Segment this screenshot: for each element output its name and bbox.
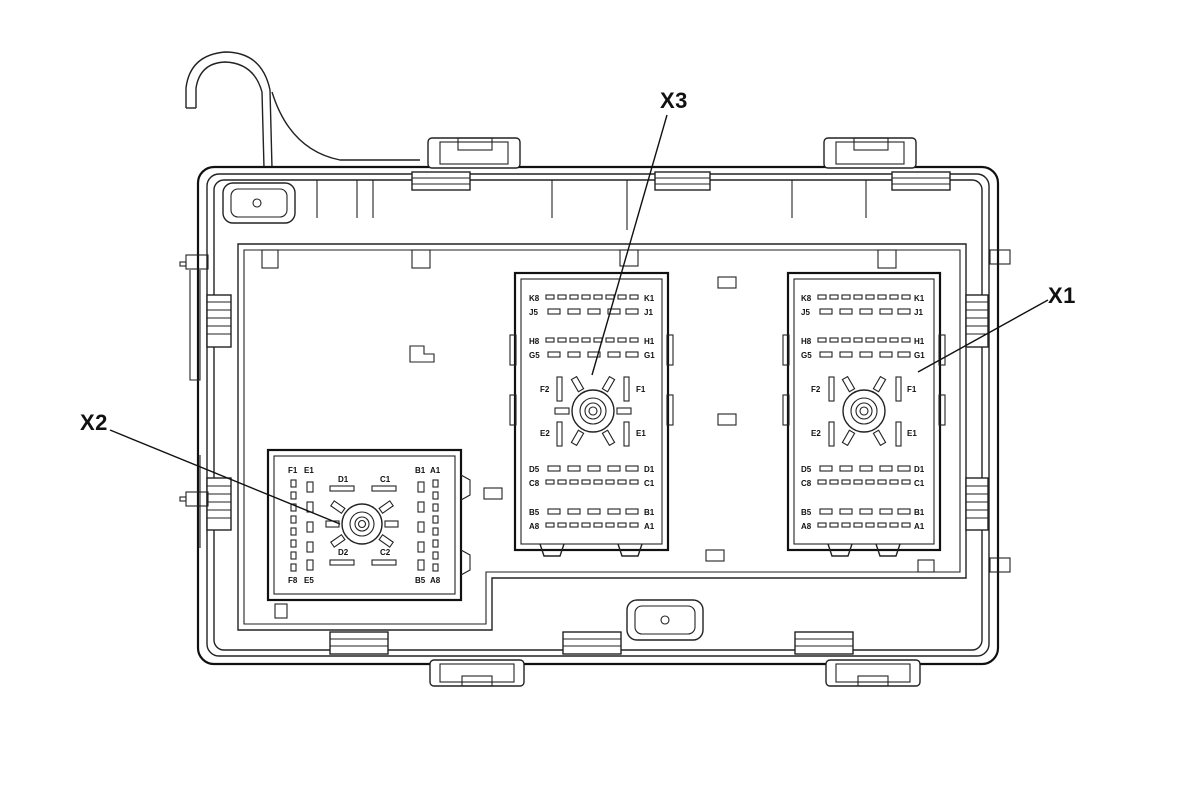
x2-label-a8: A8: [430, 576, 441, 585]
x1-label-g1: G1: [914, 351, 925, 360]
x3-label-e2: E2: [540, 429, 550, 438]
x1-label-j1: J1: [914, 308, 923, 317]
x1-label-k1: K1: [914, 294, 925, 303]
x2-label-c2: C2: [380, 548, 391, 557]
callout-x2: X2: [80, 410, 108, 435]
x1-label-g5: G5: [801, 351, 812, 360]
x1-label-e1: E1: [907, 429, 917, 438]
x2-label-d2: D2: [338, 548, 349, 557]
x3-label-f2: F2: [540, 385, 550, 394]
x3-label-f1: F1: [636, 385, 646, 394]
bottom-tab-left: [429, 659, 525, 687]
leader-x3: [591, 114, 668, 376]
x1-label-a8: A8: [801, 522, 812, 531]
mount-eye-bottom: [626, 599, 704, 641]
x2-label-b1: B1: [415, 466, 426, 475]
x3-label-b5: B5: [529, 508, 540, 517]
housing-outer: [196, 165, 1000, 666]
connector-x1: K8 K1 J5 J1 H8 H1 G5 G1 F2 F1 E2 E1 D5 D…: [782, 271, 946, 557]
callout-x1: X1: [1048, 283, 1076, 308]
x3-label-h8: H8: [529, 337, 540, 346]
x1-label-e2: E2: [811, 429, 821, 438]
x3-label-c1: C1: [644, 479, 655, 488]
leader-x1: [917, 299, 1049, 373]
x3-label-k1: K1: [644, 294, 655, 303]
x1-label-f1: F1: [907, 385, 917, 394]
x3-label-h1: H1: [644, 337, 655, 346]
x3-label-g5: G5: [529, 351, 540, 360]
x1-center-bolt: [841, 375, 887, 447]
x1-label-b5: B5: [801, 508, 812, 517]
x3-pin-rows: [545, 294, 639, 528]
x3-label-c8: C8: [529, 479, 540, 488]
x2-pin-rows: [290, 479, 439, 572]
x3-label-k8: K8: [529, 294, 540, 303]
x3-label-d5: D5: [529, 465, 540, 474]
leader-x2: [109, 429, 341, 525]
x3-center-bolt: [554, 375, 632, 447]
x2-label-b5: B5: [415, 576, 426, 585]
x3-label-d1: D1: [644, 465, 655, 474]
callout-x3: X3: [660, 88, 688, 113]
x2-label-d1: D1: [338, 475, 349, 484]
x1-label-b1: B1: [914, 508, 925, 517]
x3-label-a1: A1: [644, 522, 655, 531]
x2-label-a1: A1: [430, 466, 441, 475]
x3-label-e1: E1: [636, 429, 646, 438]
x2-label-c1: C1: [380, 475, 391, 484]
x1-pin-rows: [817, 294, 911, 528]
x1-label-a1: A1: [914, 522, 925, 531]
x2-label-f1: F1: [288, 466, 298, 475]
x1-label-h8: H8: [801, 337, 812, 346]
x3-label-b1: B1: [644, 508, 655, 517]
x3-label-j5: J5: [529, 308, 538, 317]
x1-label-f2: F2: [811, 385, 821, 394]
connector-x2: F1 E1 D1 C1 B1 A1 D2 C2 F8 E5 B5 A8: [266, 448, 471, 602]
x1-label-c8: C8: [801, 479, 812, 488]
x2-label-e5: E5: [304, 576, 314, 585]
connector-x3: K8 K1 J5 J1 H8 H1 G5 G1 F2 F1 E2 E1 D5 D…: [509, 271, 674, 557]
x3-label-j1: J1: [644, 308, 653, 317]
x1-label-j5: J5: [801, 308, 810, 317]
x1-label-d1: D1: [914, 465, 925, 474]
x1-label-h1: H1: [914, 337, 925, 346]
x3-label-a8: A8: [529, 522, 540, 531]
cable-hook: [185, 51, 273, 169]
x1-label-d5: D5: [801, 465, 812, 474]
x2-center-bolt: [325, 500, 399, 548]
x2-label-e1: E1: [304, 466, 314, 475]
top-tab-right: [823, 137, 951, 191]
x1-label-k8: K8: [801, 294, 812, 303]
bottom-tab-right: [825, 659, 921, 687]
inner-tray: [237, 243, 967, 631]
x2-label-f8: F8: [288, 576, 298, 585]
mount-eye-top-left: [222, 182, 296, 224]
top-tab-left: [411, 137, 521, 191]
x3-label-g1: G1: [644, 351, 655, 360]
x1-label-c1: C1: [914, 479, 925, 488]
